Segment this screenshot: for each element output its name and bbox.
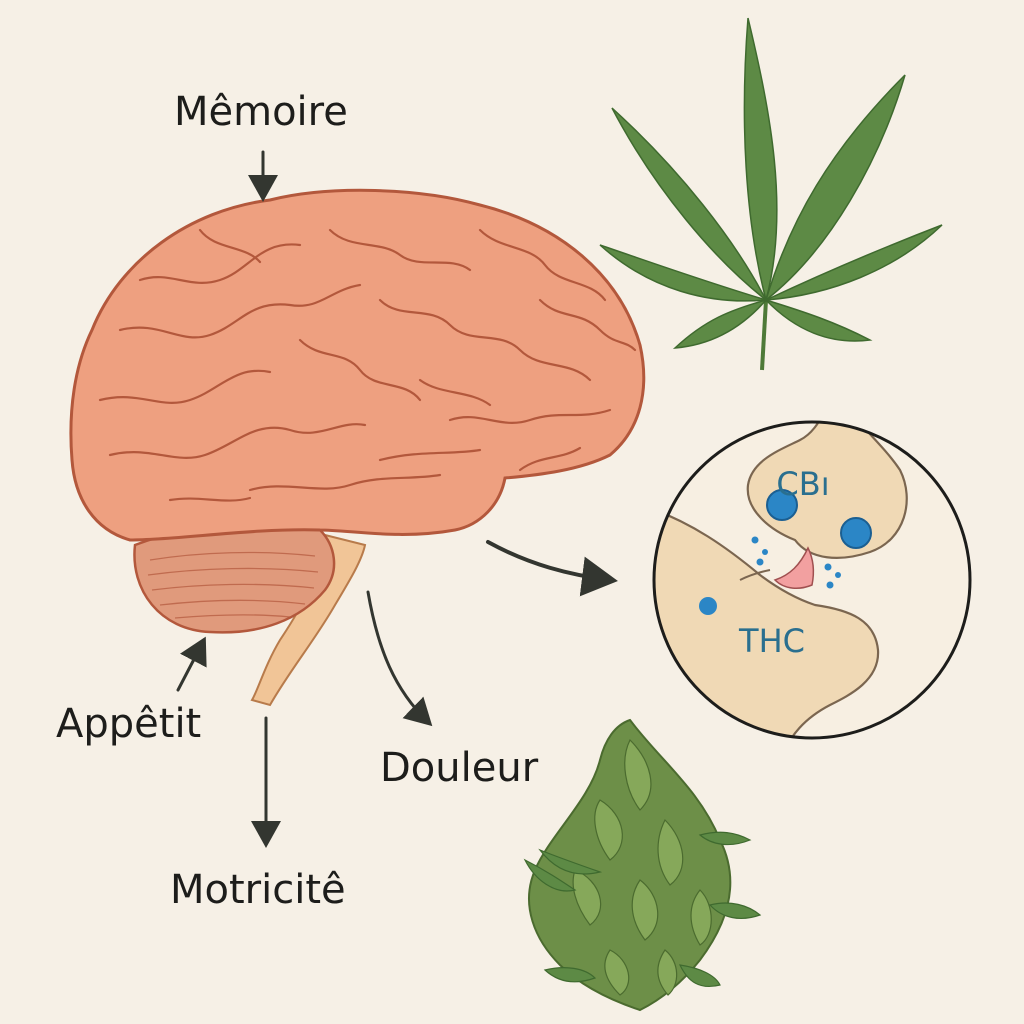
cannabis-bud-icon (523, 718, 762, 1012)
receptor-dot (840, 517, 872, 549)
label-appetit: Appêtit (56, 701, 202, 747)
label-douleur: Douleur (380, 745, 539, 791)
cerebrum (69, 188, 646, 542)
label-memoire: Mêmoire (174, 89, 348, 135)
receptor-dot (766, 489, 798, 521)
molecules (751, 536, 841, 589)
arrows (176, 150, 618, 848)
synapse-inset: CBı THC (652, 420, 972, 740)
arrow-appetit (176, 636, 207, 692)
thc-label: THC (738, 622, 805, 660)
brain-illustration (69, 188, 646, 707)
receptor-site (773, 546, 815, 590)
receptor-dot (699, 597, 717, 615)
brain-gyri (98, 228, 637, 502)
arrow-synapse (486, 540, 618, 597)
cannabis-leaf-icon (599, 17, 943, 371)
cb1-label: CBı (776, 465, 829, 503)
cerebellum-folds (147, 551, 319, 619)
label-motricite: Motricitê (170, 867, 346, 913)
arrow-douleur (366, 590, 433, 727)
